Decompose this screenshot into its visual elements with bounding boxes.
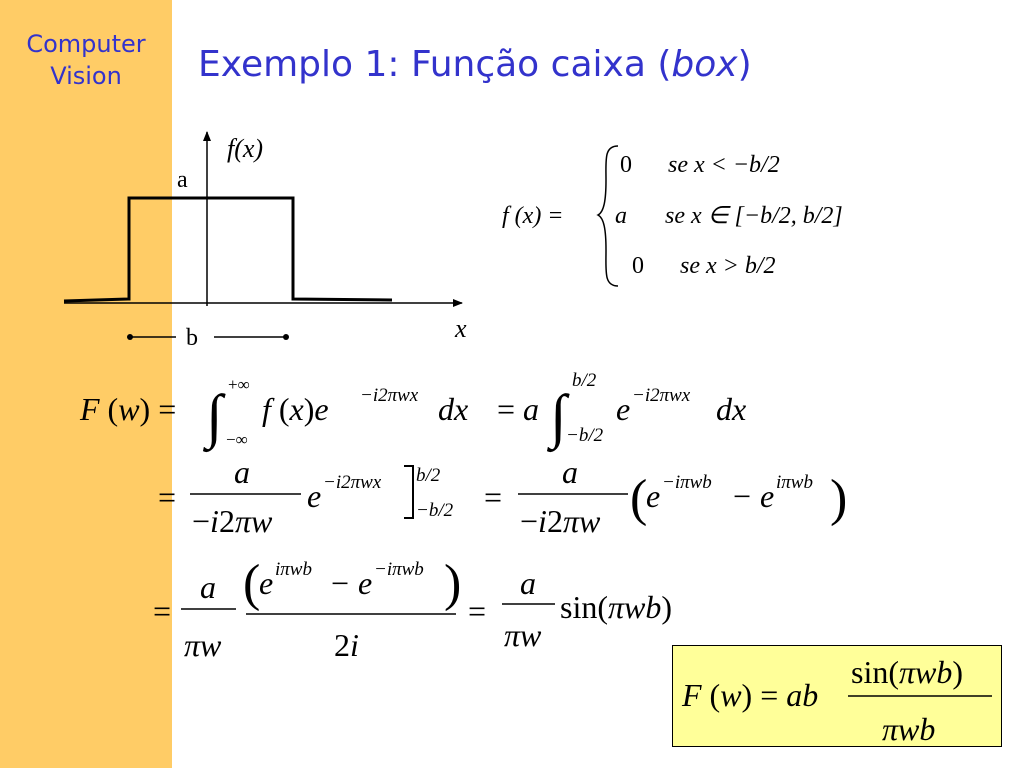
svg-text:−i2πwx: −i2πwx xyxy=(360,385,419,406)
svg-text:b/2: b/2 xyxy=(416,465,441,486)
b-label: b xyxy=(186,325,198,351)
result-formula: F (w) = ab sin(πwb) πwb xyxy=(681,654,992,747)
svg-text:−: − xyxy=(733,478,751,514)
a-label: a xyxy=(177,167,188,193)
svg-text:a: a xyxy=(520,565,536,601)
svg-text:−i2πw: −i2πw xyxy=(192,503,273,539)
svg-text:F (w) = ab: F (w) = ab xyxy=(681,677,818,713)
case3-value: 0 xyxy=(632,253,644,279)
svg-text:−iπwb: −iπwb xyxy=(374,559,424,580)
case1-value: 0 xyxy=(620,152,632,178)
case2-condition: se x ∈ [−b/2, b/2] xyxy=(665,203,843,229)
piecewise-brace xyxy=(596,145,619,287)
title-suffix: ) xyxy=(737,44,752,85)
title-italic: box xyxy=(671,44,738,85)
svg-text:2i: 2i xyxy=(334,627,359,663)
svg-text:πwb: πwb xyxy=(882,711,935,747)
svg-text:sin(πwb): sin(πwb) xyxy=(851,654,963,690)
course-name-line2: Vision xyxy=(50,62,122,90)
sidebar xyxy=(0,0,172,768)
svg-text:−i2πwx: −i2πwx xyxy=(323,472,382,493)
case3-condition: se x > b/2 xyxy=(680,253,776,279)
course-name: Computer Vision xyxy=(0,28,172,92)
svg-text:e: e xyxy=(358,565,372,601)
case2-value: a xyxy=(615,203,627,229)
svg-text:=: = xyxy=(153,593,171,629)
fx-label: f(x) xyxy=(227,134,263,163)
svg-text:=: = xyxy=(158,479,176,515)
slide-title: Exemplo 1: Função caixa (box) xyxy=(198,44,752,85)
svg-text:(: ( xyxy=(630,470,647,527)
svg-text:(: ( xyxy=(243,555,260,612)
svg-text:e: e xyxy=(307,478,321,514)
svg-text:−i2πw: −i2πw xyxy=(520,503,601,539)
case1-condition: se x < −b/2 xyxy=(668,152,780,178)
box-curve xyxy=(63,196,393,303)
svg-text:−: − xyxy=(331,565,349,601)
svg-text:e: e xyxy=(616,391,630,427)
svg-text:∫: ∫ xyxy=(547,383,570,453)
svg-text:∫: ∫ xyxy=(203,383,226,453)
svg-text:=: = xyxy=(484,479,502,515)
piecewise-lhs: f (x) = xyxy=(502,203,564,229)
svg-text:F (w) =: F (w) = xyxy=(79,391,176,427)
svg-text:a: a xyxy=(200,569,216,605)
svg-text:e: e xyxy=(259,565,273,601)
svg-text:πw: πw xyxy=(184,627,222,663)
title-prefix: Exemplo 1: Função caixa ( xyxy=(198,44,672,85)
svg-text:b/2: b/2 xyxy=(572,370,597,391)
svg-text:e: e xyxy=(646,478,660,514)
svg-text:e: e xyxy=(760,478,774,514)
equation-sine-form: = a πw ( e iπwb − e −iπwb ) 2i = a πw si… xyxy=(153,555,672,663)
svg-text:iπwb: iπwb xyxy=(275,559,312,580)
svg-text:iπwb: iπwb xyxy=(776,472,813,493)
svg-text:a: a xyxy=(234,454,250,490)
svg-text:f (x)e: f (x)e xyxy=(262,391,329,427)
svg-text:= a: = a xyxy=(497,391,539,427)
x-axis-label: x xyxy=(454,314,467,343)
svg-text:): ) xyxy=(830,470,847,527)
piecewise-definition: f (x) = 0 se x < −b/2 a se x ∈ [−b/2, b/… xyxy=(502,145,843,287)
equation-fourier-definition: F (w) = ∫ +∞ −∞ f (x)e −i2πwx dx = a ∫ b… xyxy=(79,370,746,453)
svg-text:−i2πwx: −i2πwx xyxy=(632,385,691,406)
course-name-line1: Computer xyxy=(26,30,146,58)
svg-text:−iπwb: −iπwb xyxy=(662,472,712,493)
svg-text:dx: dx xyxy=(716,391,746,427)
svg-text:=: = xyxy=(468,593,486,629)
svg-text:): ) xyxy=(444,555,461,612)
svg-text:−b/2: −b/2 xyxy=(566,425,604,446)
svg-text:−b/2: −b/2 xyxy=(416,500,454,521)
b-right-dot xyxy=(283,334,289,340)
equation-integral-evaluation: = a −i2πw e −i2πwx b/2 −b/2 = a −i2πw ( … xyxy=(158,454,847,539)
svg-text:a: a xyxy=(562,454,578,490)
svg-text:+∞: +∞ xyxy=(228,375,250,394)
svg-text:−∞: −∞ xyxy=(226,430,248,449)
svg-text:sin(πwb): sin(πwb) xyxy=(560,589,672,625)
box-function-graph: f(x) a x b xyxy=(63,131,467,351)
svg-text:πw: πw xyxy=(504,617,542,653)
svg-text:dx: dx xyxy=(438,391,468,427)
